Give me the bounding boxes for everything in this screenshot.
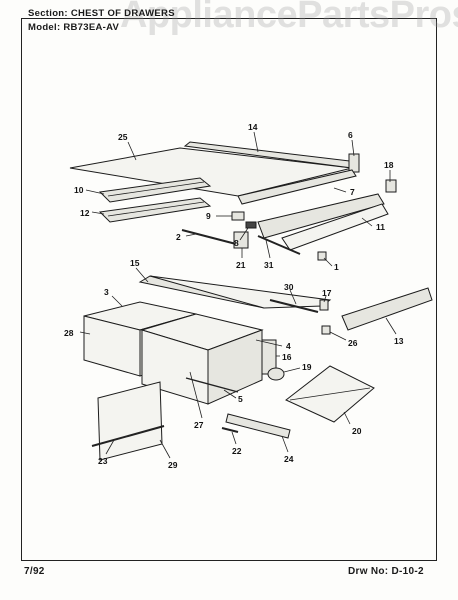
callout-29: 29 [168, 460, 178, 470]
leader-11 [361, 217, 373, 227]
leader-27 [189, 371, 203, 419]
part-10-left-rail [98, 177, 212, 203]
part-29-trim [91, 425, 165, 447]
leader-20 [343, 411, 351, 425]
leader-6 [351, 139, 355, 157]
leader-22 [231, 431, 237, 445]
part-17-clip [319, 299, 329, 311]
callout-6: 6 [348, 130, 353, 140]
callout-4: 4 [286, 341, 291, 351]
callout-19: 19 [302, 362, 312, 372]
callout-12: 12 [80, 208, 90, 218]
callout-23: 23 [98, 456, 108, 466]
part-10-rail-groove [107, 181, 205, 197]
part-11-slide-rail [257, 193, 385, 239]
part-12-left-rail-lower [98, 197, 212, 223]
callout-9: 9 [206, 211, 211, 221]
part-5-rail [185, 377, 239, 393]
callout-7: 7 [350, 187, 355, 197]
callout-3: 3 [104, 287, 109, 297]
callout-17: 17 [322, 288, 332, 298]
leader-31 [265, 239, 271, 259]
leader-24 [281, 435, 289, 453]
callout-21: 21 [236, 260, 246, 270]
callout-28: 28 [64, 328, 74, 338]
footer-date: 7/92 [24, 566, 45, 577]
part-9-bracket [231, 211, 245, 221]
section-label: Section: CHEST OF DRAWERS [28, 8, 175, 19]
leader-5 [223, 389, 237, 399]
part-12-rail-groove [107, 201, 205, 217]
diagram-frame [21, 18, 437, 561]
leader-7 [333, 187, 347, 193]
callout-22: 22 [232, 446, 242, 456]
leader-14 [253, 131, 259, 153]
part-26-clip [321, 325, 331, 335]
leader-23 [105, 439, 115, 455]
part-31-rod [257, 235, 301, 255]
callout-1: 1 [334, 262, 339, 272]
callout-13: 13 [394, 336, 404, 346]
callout-11: 11 [376, 222, 385, 232]
callout-24: 24 [284, 454, 294, 464]
part-30-rod [269, 299, 319, 313]
callout-14: 14 [248, 122, 258, 132]
callout-31: 31 [264, 260, 274, 270]
leader-17 [323, 295, 327, 303]
leader-lines [79, 131, 397, 459]
part-23-front-panel [97, 381, 163, 461]
leader-19 [283, 367, 301, 373]
leader-13 [385, 317, 397, 335]
model-label: Model: RB73EA-AV [28, 22, 120, 33]
leader-8 [239, 227, 249, 241]
part-8-clip [245, 221, 257, 229]
part-22-clip [221, 427, 239, 433]
part-2-rod [181, 229, 237, 245]
part-1-clip [317, 251, 327, 261]
part-19-knob [267, 367, 285, 381]
callout-18: 18 [384, 160, 394, 170]
callout-30: 30 [284, 282, 294, 292]
leader-12 [91, 211, 105, 215]
leader-26 [329, 331, 347, 341]
part-6-rear-clip [348, 153, 360, 173]
leader-3 [111, 295, 123, 307]
part-7-front-trim [237, 169, 357, 205]
leader-30 [289, 289, 297, 305]
leader-4 [255, 339, 283, 347]
part-20-tray-cross [289, 387, 371, 401]
part-18-clip [385, 179, 397, 193]
leader-1 [323, 257, 333, 267]
callout-2: 2 [176, 232, 181, 242]
callout-15: 15 [130, 258, 140, 268]
callout-25: 25 [118, 132, 128, 142]
callout-27: 27 [194, 420, 204, 430]
drawing-number: Drw No: D-10-2 [348, 566, 424, 577]
leader-29 [159, 439, 171, 459]
callout-5: 5 [238, 394, 243, 404]
part-24-handle [225, 413, 291, 439]
leader-15 [135, 267, 149, 283]
callout-26: 26 [348, 338, 358, 348]
leader-2 [185, 233, 197, 237]
part-4-drawer-side [207, 329, 263, 405]
part-13-slide-rail [341, 287, 433, 331]
leader-10 [85, 189, 105, 195]
callout-10: 10 [74, 185, 84, 195]
leader-28 [79, 331, 91, 335]
callout-20: 20 [352, 426, 362, 436]
part-11-slide-lower [281, 203, 389, 251]
part-25-shelf-glass [69, 147, 353, 197]
leader-25 [127, 141, 137, 161]
callout-16: 16 [282, 352, 292, 362]
callout-8: 8 [234, 238, 239, 248]
part-21-support [233, 231, 249, 249]
